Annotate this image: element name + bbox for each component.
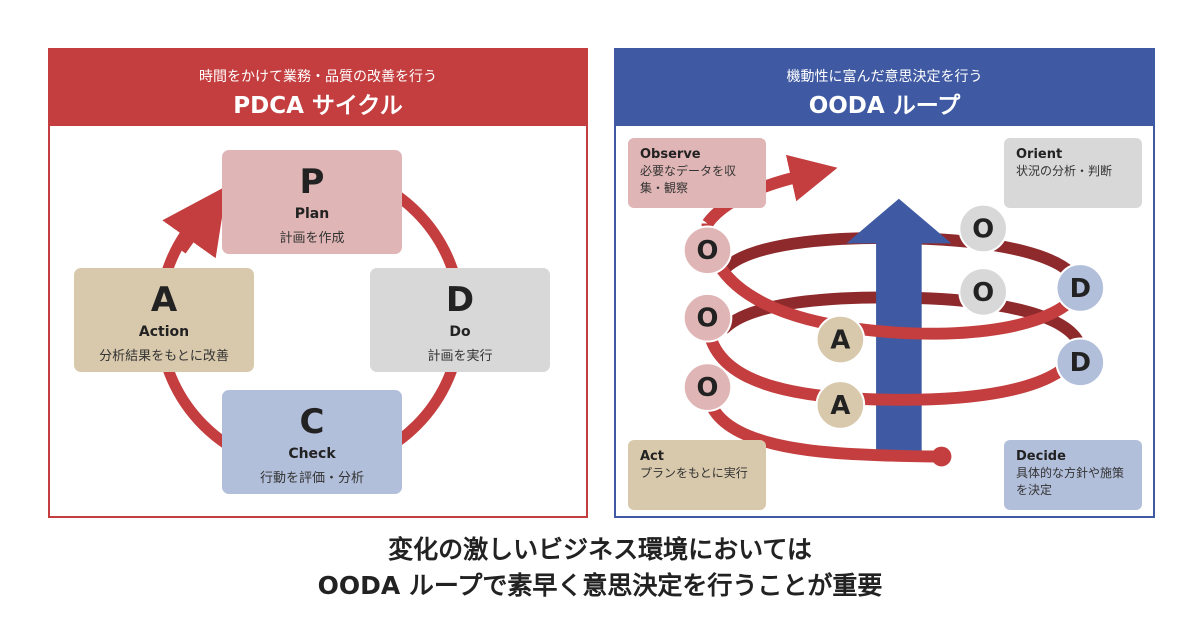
caption-line-1: 変化の激しいビジネス環境においては [388, 535, 812, 564]
ooda-spiral-start-dot [931, 446, 952, 467]
pdca-cycle-arrowhead [162, 185, 227, 259]
ooda-circle-observe-2-letter: O [697, 304, 719, 334]
pdca-action-box: A Action 分析結果をもとに改善 [74, 268, 254, 372]
ooda-circle-decide-2-letter: D [1070, 348, 1091, 378]
pdca-do-name: Do [449, 324, 471, 340]
pdca-title: PDCA サイクル [233, 93, 403, 119]
ooda-circle-act-2-letter: A [830, 391, 850, 421]
ooda-circle-orient-2-letter: O [972, 278, 994, 308]
pdca-check-name: Check [288, 446, 336, 462]
pdca-do-letter: D [445, 280, 475, 320]
pdca-plan-box: P Plan 計画を作成 [222, 150, 402, 254]
ooda-decide-box: Decide 具体的な方針や施策を決定 [1004, 440, 1142, 510]
ooda-header: 機動性に富んだ意思決定を行う OODA ループ [616, 50, 1153, 126]
pdca-subtitle: 時間をかけて業務・品質の改善を行う [199, 69, 437, 85]
caption-line-2: OODA ループで素早く意思決定を行うことが重要 [317, 571, 883, 600]
ooda-act-name: Act [640, 449, 664, 464]
ooda-circle-observe-2 [682, 292, 733, 343]
ooda-decide-name: Decide [1016, 449, 1066, 464]
ooda-observe-box: Observe 必要なデータを収集・観察 [628, 138, 766, 208]
ooda-circle-decide-1-letter: D [1070, 274, 1091, 304]
ooda-circle-orient-2 [958, 267, 1008, 317]
ooda-observe-name: Observe [640, 147, 701, 162]
ooda-rising-arrow [846, 198, 952, 453]
pdca-header: 時間をかけて業務・品質の改善を行う PDCA サイクル [50, 50, 586, 126]
ooda-orient-box: Orient 状況の分析・判断 [1004, 138, 1142, 208]
ooda-orient-desc: 状況の分析・判断 [1016, 164, 1113, 178]
ooda-circle-observe-1-letter: O [697, 236, 719, 266]
pdca-check-desc: 行動を評価・分析 [259, 471, 364, 486]
ooda-panel: O O O O O D D A A 機動性に富んだ意思決定を行う OODA ルー… [614, 48, 1155, 518]
ooda-circle-orient-1 [958, 203, 1008, 254]
ooda-title: OODA ループ [808, 93, 961, 119]
ooda-circle-act-1-letter: A [830, 325, 850, 355]
ooda-circle-observe-3 [682, 362, 733, 412]
ooda-observe-desc: 必要なデータを収集・観察 [640, 164, 737, 195]
pdca-panel: 時間をかけて業務・品質の改善を行う PDCA サイクル P Plan 計画を作成… [48, 48, 588, 518]
pdca-do-box: D Do 計画を実行 [370, 268, 550, 372]
ooda-subtitle: 機動性に富んだ意思決定を行う [786, 69, 983, 85]
pdca-action-name: Action [138, 324, 190, 340]
ooda-circle-act-2 [815, 380, 866, 430]
pdca-action-desc: 分析結果をもとに改善 [99, 349, 229, 364]
ooda-circle-observe-1 [682, 225, 733, 276]
ooda-circle-decide-1 [1055, 263, 1106, 313]
ooda-circle-orient-1-letter: O [972, 214, 994, 244]
ooda-circle-decide-2 [1055, 337, 1106, 388]
pdca-plan-letter: P [299, 162, 325, 202]
pdca-action-letter: A [150, 280, 178, 320]
ooda-spiral-front-lower [701, 386, 939, 463]
ooda-circle-act-1 [815, 314, 866, 365]
ooda-orient-name: Orient [1016, 147, 1063, 162]
pdca-do-desc: 計画を実行 [427, 349, 493, 364]
ooda-act-box: Act プランをもとに実行 [628, 440, 766, 510]
pdca-check-letter: C [299, 402, 325, 442]
ooda-decide-desc: 具体的な方針や施策を決定 [1016, 466, 1125, 497]
ooda-circle-observe-3-letter: O [697, 373, 719, 403]
pdca-plan-desc: 計画を作成 [279, 231, 345, 246]
ooda-act-desc: プランをもとに実行 [640, 466, 748, 480]
ooda-spiral-front-upper [701, 223, 1086, 340]
pdca-check-box: C Check 行動を評価・分析 [222, 390, 402, 494]
pdca-plan-name: Plan [294, 206, 330, 222]
